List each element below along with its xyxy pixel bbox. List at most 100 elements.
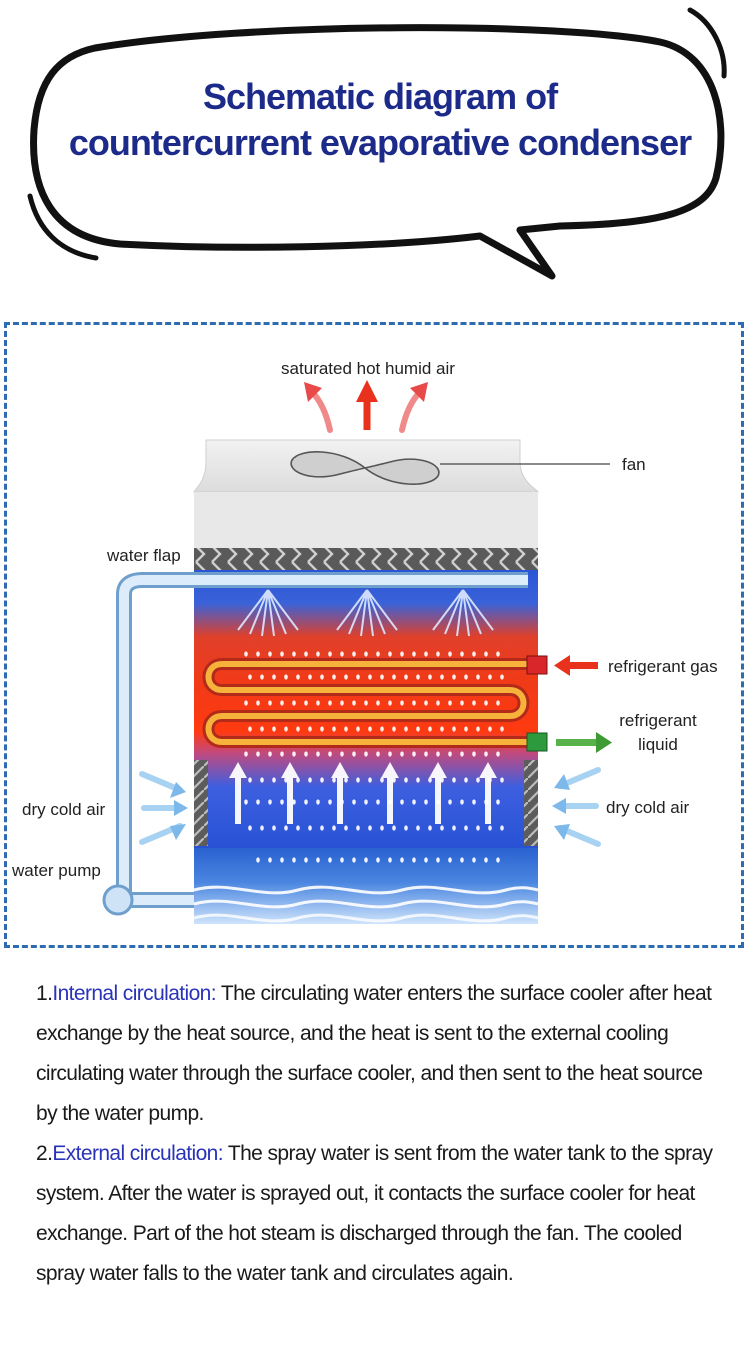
water-droplet bbox=[368, 777, 372, 783]
water-droplet bbox=[452, 825, 456, 831]
exhaust-arrows bbox=[304, 380, 428, 433]
water-droplet bbox=[332, 825, 336, 831]
water-droplet bbox=[260, 674, 264, 680]
water-droplet bbox=[392, 825, 396, 831]
water-droplet bbox=[496, 651, 500, 657]
water-droplet bbox=[296, 825, 300, 831]
fan-icon bbox=[290, 451, 440, 485]
fan-label: fan bbox=[622, 455, 646, 474]
water-droplet bbox=[476, 674, 480, 680]
water-droplet bbox=[488, 726, 492, 732]
water-droplet bbox=[284, 777, 288, 783]
water-droplet bbox=[472, 651, 476, 657]
left-cold-air-arrows bbox=[139, 771, 188, 845]
water-droplet bbox=[412, 651, 416, 657]
water-droplet bbox=[268, 751, 272, 757]
water-droplet bbox=[292, 857, 296, 863]
water-droplet bbox=[272, 825, 276, 831]
description: 1.Internal circulation: The circulating … bbox=[36, 974, 726, 1294]
water-droplet bbox=[412, 751, 416, 757]
water-droplet bbox=[256, 700, 260, 706]
water-droplet bbox=[424, 751, 428, 757]
water-flap bbox=[194, 548, 538, 570]
water-droplet bbox=[248, 726, 252, 732]
water-droplet bbox=[452, 726, 456, 732]
left-air-inlet bbox=[194, 760, 208, 846]
water-droplet bbox=[380, 726, 384, 732]
water-droplet bbox=[440, 777, 444, 783]
water-droplet bbox=[416, 777, 420, 783]
water-droplet bbox=[344, 726, 348, 732]
water-droplet bbox=[356, 777, 360, 783]
water-droplet bbox=[440, 726, 444, 732]
water-droplet bbox=[460, 700, 464, 706]
water-droplet bbox=[472, 751, 476, 757]
water-droplet bbox=[248, 674, 252, 680]
water-droplet bbox=[496, 857, 500, 863]
water-flap-label: water flap bbox=[106, 546, 181, 565]
water-droplet bbox=[424, 700, 428, 706]
water-droplet bbox=[448, 700, 452, 706]
water-droplet bbox=[344, 674, 348, 680]
water-droplet bbox=[484, 651, 488, 657]
right-air-inlet bbox=[524, 760, 538, 846]
description-item-2: 2.External circulation: The spray water … bbox=[36, 1134, 726, 1294]
water-droplet bbox=[460, 857, 464, 863]
refrigerant-gas-arrow bbox=[554, 655, 598, 676]
water-droplet bbox=[280, 700, 284, 706]
water-droplet bbox=[448, 799, 452, 805]
water-droplet bbox=[488, 674, 492, 680]
water-droplet bbox=[316, 700, 320, 706]
refrigerant-liquid-label-line2: liquid bbox=[638, 735, 678, 754]
water-droplet bbox=[484, 751, 488, 757]
water-droplet bbox=[448, 857, 452, 863]
water-droplet bbox=[464, 777, 468, 783]
circulation-pipe bbox=[116, 572, 528, 908]
water-droplet bbox=[280, 751, 284, 757]
water-droplet bbox=[304, 700, 308, 706]
water-droplet bbox=[428, 674, 432, 680]
water-droplet bbox=[472, 700, 476, 706]
water-droplet bbox=[388, 751, 392, 757]
water-droplet bbox=[500, 825, 504, 831]
water-droplet bbox=[272, 674, 276, 680]
water-droplet bbox=[388, 857, 392, 863]
water-droplet bbox=[436, 700, 440, 706]
water-droplet bbox=[364, 799, 368, 805]
water-droplet bbox=[352, 751, 356, 757]
water-droplet bbox=[268, 651, 272, 657]
water-droplet bbox=[376, 651, 380, 657]
water-droplet bbox=[460, 751, 464, 757]
internal-air-arrows bbox=[229, 762, 497, 824]
water-droplet bbox=[244, 700, 248, 706]
saturated-air-label: saturated hot humid air bbox=[281, 359, 455, 378]
liquid-outlet-valve bbox=[526, 732, 548, 752]
water-droplet bbox=[404, 825, 408, 831]
water-droplet bbox=[304, 651, 308, 657]
page-title: Schematic diagram of countercurrent evap… bbox=[40, 74, 720, 166]
water-droplet bbox=[340, 651, 344, 657]
water-droplet bbox=[284, 825, 288, 831]
water-droplet bbox=[424, 651, 428, 657]
water-droplet bbox=[320, 777, 324, 783]
water-droplet bbox=[380, 825, 384, 831]
water-droplet bbox=[296, 674, 300, 680]
water-droplet bbox=[412, 700, 416, 706]
water-droplet bbox=[400, 799, 404, 805]
water-droplet bbox=[256, 751, 260, 757]
right-cold-air-arrows bbox=[552, 767, 601, 847]
water-droplet bbox=[272, 726, 276, 732]
diagram-frame bbox=[4, 322, 744, 948]
water-droplet bbox=[388, 651, 392, 657]
title-line-2: countercurrent evaporative condenser bbox=[68, 122, 692, 163]
item-2-heading: External circulation: bbox=[52, 1142, 223, 1165]
water-droplet bbox=[364, 857, 368, 863]
water-droplet bbox=[352, 651, 356, 657]
water-droplet bbox=[328, 700, 332, 706]
water-droplet bbox=[256, 799, 260, 805]
refrigerant-liquid-arrow bbox=[556, 732, 612, 753]
water-droplet bbox=[472, 799, 476, 805]
dry-cold-air-right-label: dry cold air bbox=[606, 798, 689, 817]
water-droplet bbox=[376, 799, 380, 805]
condenser-coil bbox=[202, 658, 534, 748]
